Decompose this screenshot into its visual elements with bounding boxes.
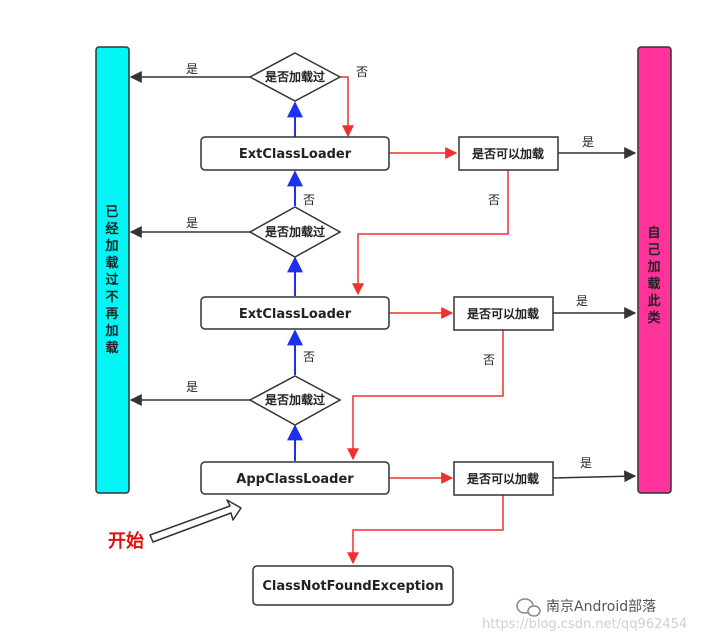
self-load-bar-label: 自己加载此类 (646, 225, 661, 326)
canload-box-3-label: 是否可以加载 (466, 471, 539, 486)
canload-box-2 (453, 296, 554, 331)
decision-loaded-1-label: 是否加载过 (264, 69, 325, 84)
edge-canload3-yes (552, 470, 637, 483)
label-yes-loaded-2: 是 (186, 216, 198, 230)
label-no-top: 否 (356, 65, 368, 79)
edge-canload2-no (347, 330, 504, 461)
label-yes-canload-3: 是 (580, 456, 592, 470)
canload-box-1-label: 是否可以加载 (471, 146, 544, 161)
canload-box-2-label: 是否可以加载 (466, 306, 539, 321)
edge-canload3-no (347, 495, 504, 565)
decision-loaded-2 (248, 206, 342, 258)
loader-box-3 (200, 461, 390, 495)
start-label: 开始 (108, 530, 144, 552)
wechat-icon (516, 598, 541, 617)
label-yes-canload-2: 是 (576, 294, 588, 308)
label-no-canload-1: 否 (488, 193, 500, 207)
label-yes-canload-1: 是 (582, 135, 594, 149)
label-no-decision3: 否 (303, 350, 315, 364)
exception-box-label: ClassNotFoundException (262, 579, 443, 594)
already-loaded-bar (95, 46, 130, 494)
label-yes-loaded-1: 是 (186, 62, 198, 76)
loader-box-3-label: AppClassLoader (236, 472, 354, 487)
loader-box-1 (200, 136, 390, 171)
loader-box-2 (200, 296, 390, 330)
decision-loaded-2-label: 是否加载过 (264, 224, 325, 239)
decision-loaded-3 (248, 375, 342, 426)
watermark-brand: 南京Android部落 (546, 599, 656, 615)
loader-box-2-label: ExtClassLoader (239, 307, 352, 322)
loader-box-1-label: ExtClassLoader (239, 147, 352, 162)
decision-loaded-1 (248, 52, 342, 102)
start-arrow-icon (149, 499, 242, 543)
edge-canload1-no (352, 170, 509, 296)
watermark-url: https://blog.csdn.net/qq962454 (482, 617, 687, 632)
self-load-bar (637, 46, 672, 494)
already-loaded-bar-label: 已经加载过不再加载 (104, 205, 118, 356)
label-no-decision2: 否 (303, 193, 315, 207)
edge-top-loaded-no (340, 76, 354, 138)
canload-box-1 (458, 136, 559, 171)
canload-box-3 (453, 461, 554, 496)
label-yes-loaded-3: 是 (186, 380, 198, 394)
decision-loaded-3-label: 是否加载过 (264, 392, 325, 407)
label-no-canload-2: 否 (483, 353, 495, 367)
exception-box (252, 565, 454, 606)
